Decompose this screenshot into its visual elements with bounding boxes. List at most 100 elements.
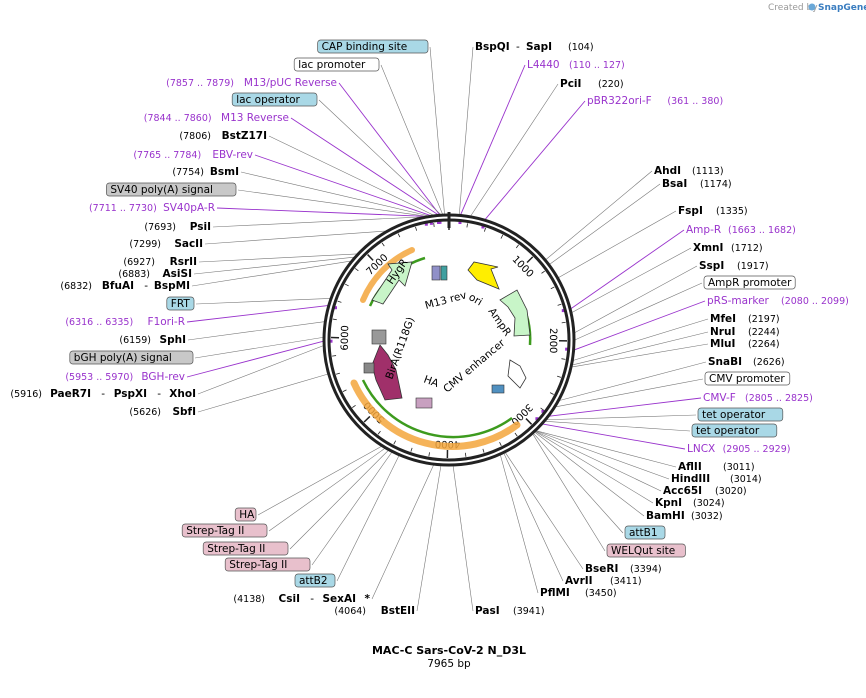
label-part: - <box>310 593 314 605</box>
label-ahdi[interactable]: AhdI(1113) <box>654 165 724 177</box>
primer-marker <box>329 339 333 343</box>
label-bamhi[interactable]: BamHI(3032) <box>646 510 723 522</box>
label-prs[interactable]: pRS-marker(2080 .. 2099) <box>707 295 849 307</box>
label-ebvrev[interactable]: EBV-rev(7765 .. 7784) <box>133 149 253 161</box>
bira-green-arc[interactable] <box>361 379 513 439</box>
label-rsrii[interactable]: RsrII(6927) <box>123 256 197 268</box>
m13-feature-box[interactable] <box>431 265 441 281</box>
ampr-arrow[interactable] <box>499 289 531 337</box>
label-pflmi[interactable]: PflMI(3450) <box>540 587 617 599</box>
label-bghrev[interactable]: BGH-rev(5953 .. 5970) <box>65 371 185 383</box>
label-paer7i[interactable]: XhoI-PspXI-PaeR7I(5916) <box>10 388 196 400</box>
label-strep3[interactable]: Strep-Tag II <box>224 557 311 572</box>
leader-line <box>254 154 431 216</box>
label-mfei[interactable]: MfeI(2197) <box>710 313 780 325</box>
bira-arrow[interactable] <box>371 344 403 401</box>
label-position: (1663 .. 1682) <box>728 225 796 236</box>
label-name-2: SapI <box>526 41 552 53</box>
m13-feature-box-2[interactable] <box>440 265 448 281</box>
label-bfuai[interactable]: BspMI-BfuAI(6832) <box>60 280 190 292</box>
leader-line <box>216 207 425 217</box>
label-nrui[interactable]: NruI(2244) <box>710 326 780 338</box>
label-attb1[interactable]: attB1 <box>624 525 666 540</box>
label-m13rev_p[interactable]: M13 Reverse(7844 .. 7860) <box>144 112 289 124</box>
label-tetop1[interactable]: tet operator <box>697 407 784 422</box>
label-avrii[interactable]: AvrII(3411) <box>565 575 642 587</box>
label-part: PaeR7I <box>50 388 91 400</box>
label-bstz17i[interactable]: BstZ17I(7806) <box>179 130 267 142</box>
label-sv40pa[interactable]: SV40 poly(A) signal <box>106 182 237 197</box>
ring-tick <box>415 226 418 231</box>
tet-feature-box[interactable] <box>491 384 505 394</box>
label-f1orir[interactable]: F1ori-R(6316 .. 6335) <box>65 316 185 328</box>
leader-line <box>574 300 706 351</box>
label-welqut[interactable]: WELQut site <box>606 543 686 558</box>
ori-arrow[interactable] <box>467 261 500 290</box>
label-acc65i[interactable]: Acc65I(3020) <box>663 485 747 497</box>
label-attb2[interactable]: attB2 <box>294 573 336 588</box>
ring-tick <box>337 300 342 303</box>
label-m13puc[interactable]: M13/pUC Reverse(7857 .. 7879) <box>166 77 337 89</box>
label-lacop[interactable]: lac operator <box>231 92 318 107</box>
label-capbs[interactable]: CAP binding site <box>317 39 429 54</box>
ring-tick <box>550 286 555 290</box>
label-part: BsmI <box>210 166 239 178</box>
feature-box <box>697 407 784 422</box>
label-bsai[interactable]: BsaI(1174) <box>662 178 732 190</box>
ring-tick <box>561 358 566 360</box>
label-tetop2[interactable]: tet operator <box>691 423 778 438</box>
label-asisi[interactable]: AsiSI(6883) <box>118 268 192 280</box>
leader-line <box>542 423 686 450</box>
cmv-enhancer-arrow[interactable] <box>507 359 527 389</box>
ring-tick <box>377 430 381 435</box>
label-ha_box[interactable]: HA <box>234 507 257 522</box>
label-aflii[interactable]: AflII(3011) <box>678 461 755 473</box>
label-sspi[interactable]: SspI(1917) <box>699 260 769 272</box>
ring-tick <box>466 223 468 228</box>
label-bsmi[interactable]: BsmI(7754) <box>172 166 239 178</box>
label-part: BspMI <box>154 280 190 292</box>
label-lncx[interactable]: LNCX(2905 .. 2929) <box>687 443 790 455</box>
bira-label: BirA(R118G) <box>384 316 418 381</box>
label-kpni[interactable]: KpnI(3024) <box>655 497 725 509</box>
label-sv40par[interactable]: SV40pA-R(7711 .. 7730) <box>89 202 215 214</box>
label-pbr322[interactable]: pBR322ori-F(361 .. 380) <box>587 95 723 107</box>
label-frt[interactable]: FRT <box>166 296 195 311</box>
label-sphi[interactable]: SphI(6159) <box>119 334 186 346</box>
feature-box-text: lac operator <box>236 94 300 106</box>
label-xmni[interactable]: XmnI(1712) <box>693 242 763 254</box>
label-l4440[interactable]: L4440(110 .. 127) <box>527 59 625 71</box>
label-psii[interactable]: PsiI(7693) <box>144 221 211 233</box>
ha-feature-box[interactable] <box>415 397 433 409</box>
label-cmvf[interactable]: CMV-F(2805 .. 2825) <box>703 392 813 404</box>
label-fspi[interactable]: FspI(1335) <box>678 205 748 217</box>
label-ampr_prom[interactable]: AmpR promoter <box>703 275 796 290</box>
bgh-feature-box[interactable] <box>363 362 375 374</box>
hygr-orange-arc[interactable] <box>360 247 415 303</box>
label-pasi[interactable]: PasI(3941) <box>475 605 545 617</box>
ring-tick <box>464 452 467 457</box>
label-strep1[interactable]: Strep-Tag II <box>181 523 268 538</box>
label-cmv_prom[interactable]: CMV promoter <box>704 371 791 386</box>
label-csii[interactable]: *SexAI-CsiI(4138) <box>233 593 370 605</box>
label-bsteii[interactable]: BstEII(4064) <box>334 605 415 617</box>
label-position: (220) <box>598 79 624 90</box>
label-ampr_primer[interactable]: Amp-R(1663 .. 1682) <box>686 224 796 236</box>
leader-line <box>197 345 324 395</box>
label-lacprom[interactable]: lac promoter <box>293 57 380 72</box>
ring-tick <box>367 254 374 261</box>
label-sacii[interactable]: SacII(7299) <box>129 238 203 250</box>
hygr-arrow[interactable] <box>371 261 413 305</box>
label-name: HindIII <box>671 473 710 485</box>
label-snabi[interactable]: SnaBI(2626) <box>708 356 785 368</box>
bira-orange-arc[interactable] <box>350 379 521 450</box>
label-bseri[interactable]: BseRI(3394) <box>585 563 662 575</box>
label-mlui[interactable]: MluI(2264) <box>710 338 780 350</box>
label-hindiii[interactable]: HindIII(3014) <box>671 473 762 485</box>
label-strep2[interactable]: Strep-Tag II <box>202 541 289 556</box>
label-pcii[interactable]: PciI(220) <box>560 78 624 90</box>
label-sbfi[interactable]: SbfI(5626) <box>129 406 196 418</box>
label-bspqi[interactable]: BspQI-SapI(104) <box>475 41 594 53</box>
sv40-feature-box[interactable] <box>371 329 387 345</box>
label-bghpa[interactable]: bGH poly(A) signal <box>69 350 194 365</box>
